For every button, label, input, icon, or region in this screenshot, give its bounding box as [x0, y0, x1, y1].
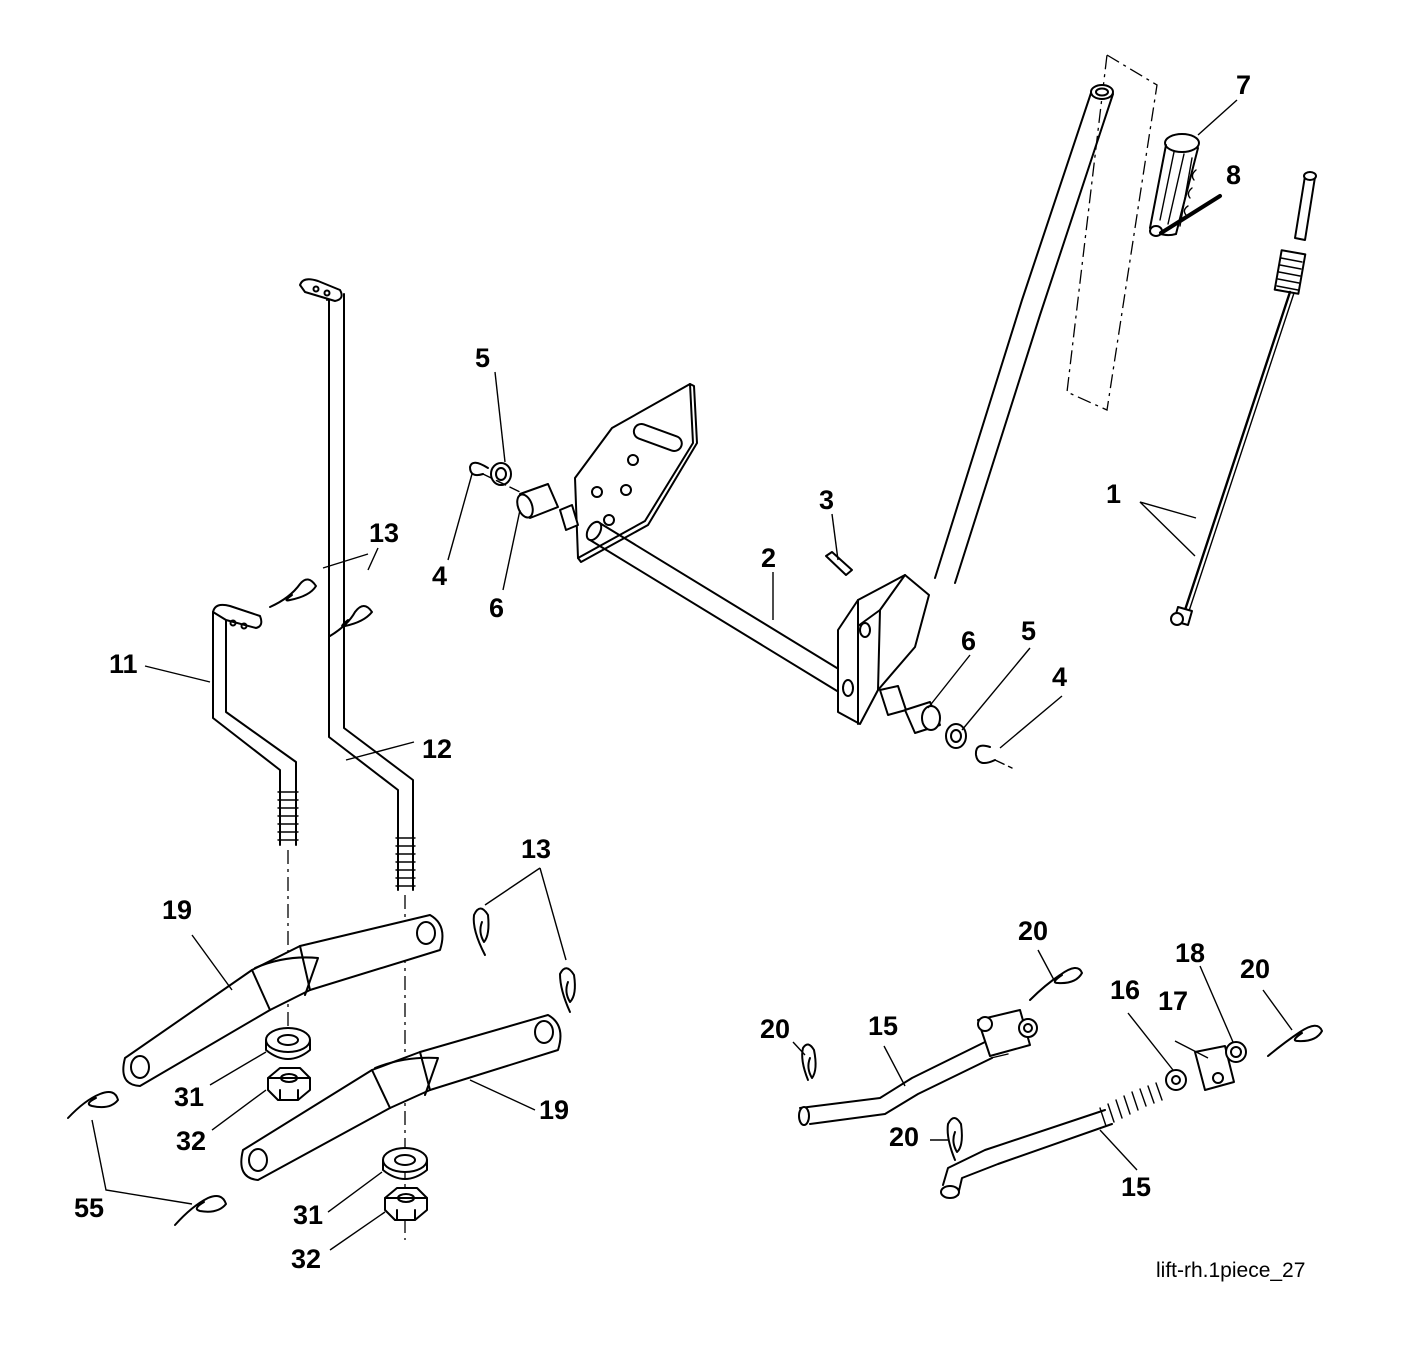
lift-link-icon [240, 1014, 562, 1181]
callout-13: 13 [521, 834, 552, 864]
callout-6: 6 [961, 626, 977, 656]
callout-19: 19 [162, 895, 193, 925]
callout-13: 13 [369, 518, 400, 548]
hairpin-clip-icon [67, 1091, 119, 1119]
hairpin-clip-icon [559, 967, 576, 1013]
drawing-reference-caption: lift-rh.1piece_27 [1156, 1259, 1306, 1282]
callout-6: 6 [489, 593, 505, 623]
callout-17: 17 [1158, 986, 1189, 1016]
callout-20: 20 [889, 1122, 920, 1152]
callout-31: 31 [174, 1082, 205, 1112]
lift-rod-icon [212, 603, 299, 846]
callout-5: 5 [1021, 616, 1037, 646]
washer-icon [945, 723, 967, 749]
phantom-handle-outline [1066, 53, 1158, 411]
washer-icon [265, 1027, 311, 1060]
callout-1: 1 [1106, 479, 1122, 509]
callout-3: 3 [819, 485, 835, 515]
trunnion-block-icon [977, 1009, 1038, 1057]
callout-32: 32 [176, 1126, 207, 1156]
lift-shaft-icon [585, 520, 851, 695]
lift-link-icon [122, 914, 444, 1087]
hairpin-clip-icon [1267, 1024, 1323, 1057]
callout-2: 2 [761, 543, 777, 573]
hairpin-clip-icon [801, 1043, 817, 1081]
callout-5: 5 [475, 343, 491, 373]
retaining-clip-icon [974, 744, 996, 765]
callout-20: 20 [760, 1014, 791, 1044]
lift-handle-icon [934, 84, 1114, 584]
lift-cable-icon [1170, 171, 1317, 626]
lift-rod-icon [299, 278, 416, 891]
callout-20: 20 [1018, 916, 1049, 946]
callout-7: 7 [1236, 70, 1252, 100]
callout-11: 11 [109, 649, 138, 679]
callout-32: 32 [291, 1244, 322, 1274]
mount-plate-icon [574, 383, 698, 563]
roll-pin-icon [825, 551, 853, 576]
hairpin-clip-icon [1029, 967, 1083, 1001]
callout-15: 15 [868, 1011, 899, 1041]
callout-20: 20 [1240, 954, 1271, 984]
hairpin-clip-icon [329, 605, 373, 637]
callout-31: 31 [293, 1200, 324, 1230]
callout-15: 15 [1121, 1172, 1152, 1202]
handle-grip-icon [1149, 133, 1200, 237]
nut-icon [267, 1067, 311, 1101]
bushing-icon [516, 483, 579, 531]
hairpin-clip-icon [174, 1195, 227, 1226]
callout-55: 55 [74, 1193, 105, 1223]
callout-18: 18 [1175, 938, 1206, 968]
washer-icon [490, 462, 512, 486]
callout-4: 4 [1052, 662, 1068, 692]
washer-icon [382, 1147, 428, 1180]
retaining-clip-icon [469, 461, 489, 477]
hairpin-clip-icon [472, 907, 490, 956]
hairpin-clip-icon [269, 578, 317, 608]
pivot-bracket-icon [837, 574, 930, 725]
callout-4: 4 [432, 561, 448, 591]
callout-19: 19 [539, 1095, 570, 1125]
deck-rod-icon [798, 1035, 1009, 1126]
hairpin-clip-icon [946, 1117, 963, 1161]
callout-12: 12 [422, 734, 453, 764]
trunnion-block-icon [1165, 1041, 1247, 1091]
bushing-icon [879, 685, 941, 734]
handle-cap-icon [1149, 194, 1222, 237]
leader-lines [91, 99, 1293, 1251]
callout-8: 8 [1226, 160, 1242, 190]
callout-16: 16 [1110, 975, 1141, 1005]
nut-icon [384, 1187, 428, 1221]
deck-rod-icon [940, 1082, 1163, 1199]
